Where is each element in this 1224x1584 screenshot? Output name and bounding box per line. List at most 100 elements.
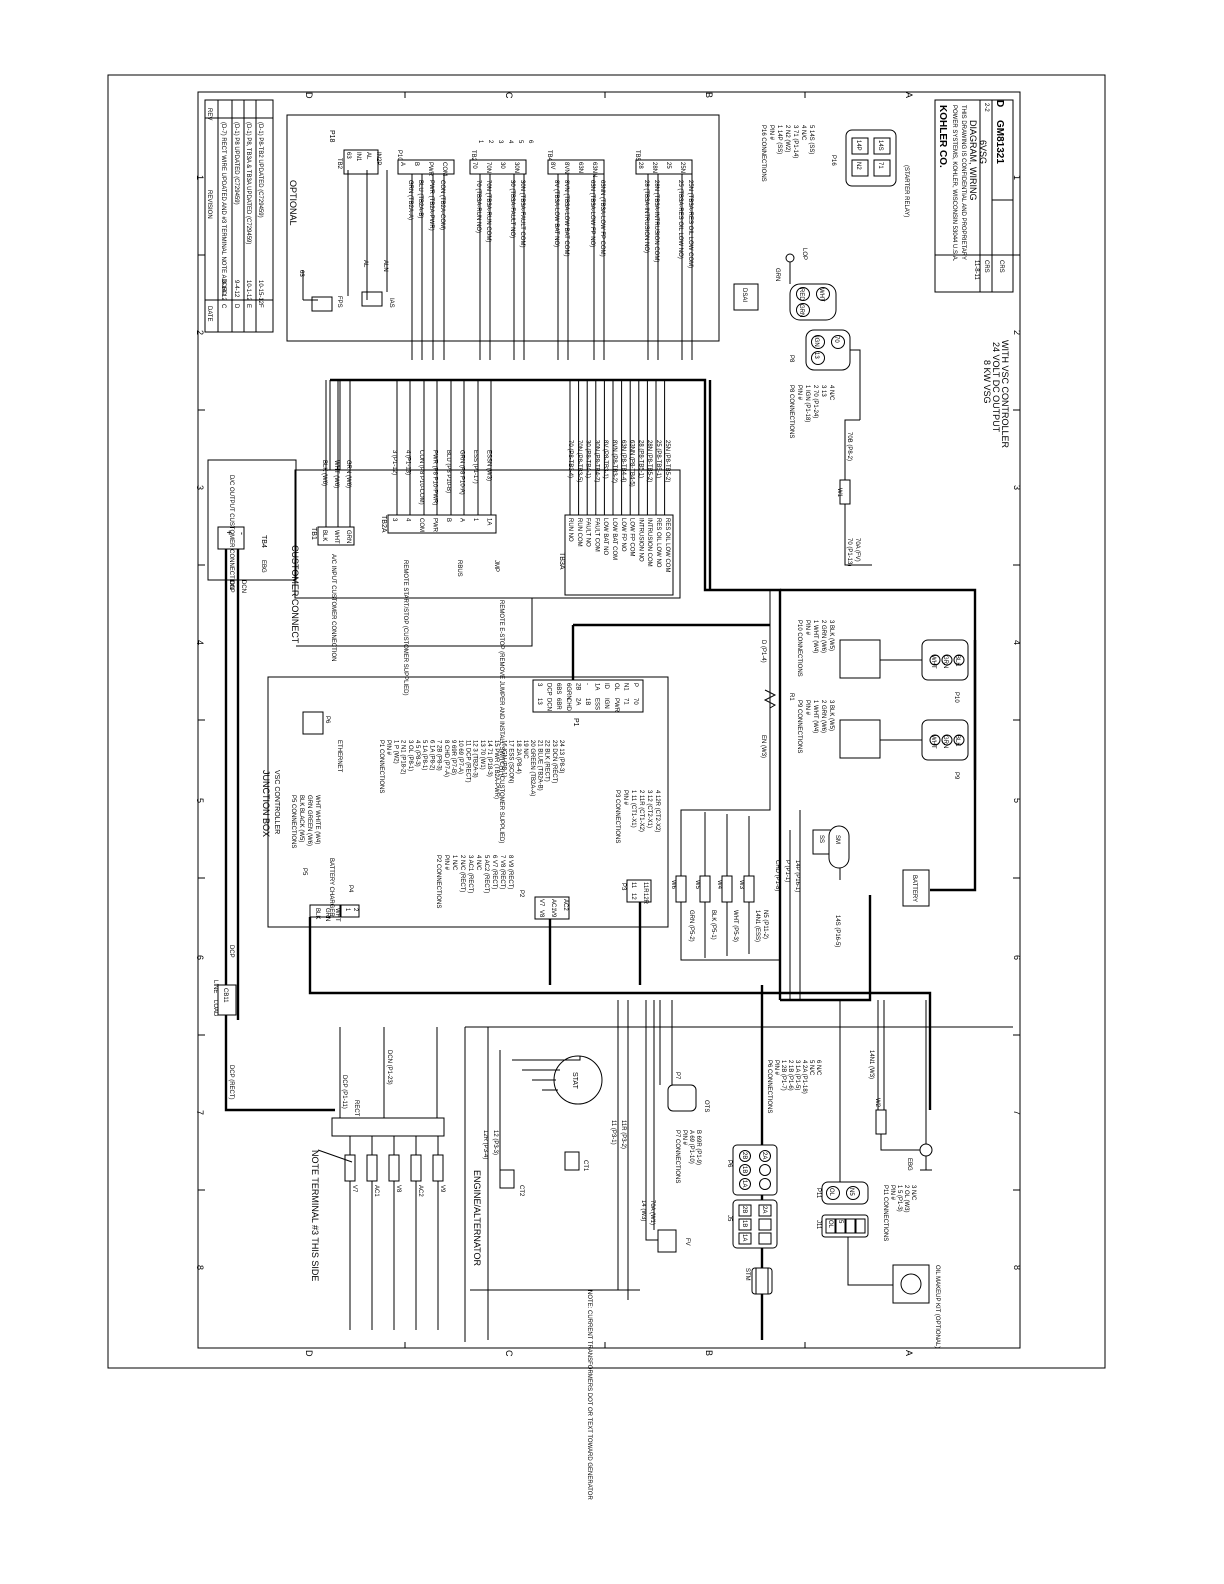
p1-pin: 71 [622,698,628,705]
j11-pin [825,1218,836,1234]
wire-fv-14: 14 (W3) [640,1200,646,1221]
zone-number-3-left: 3 [195,485,205,490]
p1-pin: 2B [574,683,580,690]
tb3a-term: FAULT NO [585,518,591,547]
p4-pin: 2 [352,908,358,912]
lop-pin [816,287,830,301]
p7-label: P7 [674,1072,680,1080]
p1-pin: 13 [536,698,542,705]
vsc-controller-label: VSC CONTROLLER [273,770,280,834]
lop-label: LOP [801,248,807,260]
p6-label: P6 [726,1160,732,1168]
j5-pin [738,1232,752,1245]
p1_connections-row: 7 2B (P8-3) [436,740,442,771]
p9-pin-label: BLK [954,735,960,746]
p5-wht: WHT [334,908,340,922]
wire-dcp-rect: DCP (RECT) [228,1065,234,1100]
j5-label: J5 [726,1215,732,1222]
p8_connections-row: 2 70 (P1-24) [812,385,818,418]
cb11-label: CB11 [222,988,228,1003]
zone-number-6-left: 6 [195,955,205,960]
tb1-term: BLK [321,530,327,541]
opt-pin-number: 1 [477,140,483,144]
p7_connections-header: PIN # [681,1130,687,1146]
ac-input-label: A/C INPUT CUSTOMER CONNECTION [330,554,336,661]
p1-pin: 6GRN [565,683,571,700]
wire-14p-p16: 14P (P16-1) [794,860,800,892]
p6_connections-row: 6 N/C [815,1060,821,1076]
revision-row-d-desc: (D-1) P8 UPDATED (C729459) [233,122,239,205]
p1-pin: PWR [613,698,619,713]
wire-chd: CHD (P1-8) [774,860,780,891]
p6-pin [759,1178,771,1190]
p10-pin [941,654,953,666]
p1_connections-row: 22 BLK (RECT) [544,740,550,782]
p3_connections-row: 2 11R (CT1-X2) [638,790,644,832]
wire-wht-p5: WHT (P5-3) [732,910,738,942]
wire-p-p1: P (P1-1) [784,860,790,882]
tb2a-term: B [445,518,451,522]
tb2a-wire-label: ESSN (W3) [486,450,492,481]
cb11-breaker: CB11 LINE LOAD DCP (RECT) [212,980,237,1100]
rect-pin: V7 [351,1185,357,1193]
p10_connections-title: P10 CONNECTIONS [796,620,802,677]
p2_connections-row: 5 AC2 (RECT) [483,855,489,893]
drawn-by: CRS [983,260,989,273]
tb3a-term: LOW BAT NO [602,518,608,555]
wire-70-p1: 70 (P1-13) [846,538,852,566]
p16_connections-row: 1 14P (SS) [776,125,782,154]
p6_connections-row: 5 N/C [808,1060,814,1076]
tb2a-wire-label: CON (P8 P10-COM) [418,450,424,505]
p16_connections-row: 2 N2 (W2) [784,125,790,152]
p1-pin: 3 [536,683,542,687]
revision-row-f-rev: F [257,304,263,308]
dc-output-label: D/C OUTPUT CUSTOMER CONNECTION [228,475,234,589]
remote-estop-label: REMOTE E-STOP (REMOVE JUMPER AND INSTALL… [498,600,504,843]
p9-pin [929,734,941,746]
tb3a-term: LOW FP COM [629,518,635,557]
opt-tb2-term-63: 63 [345,152,351,159]
wire-n5: N5 (P11-2) [762,910,768,939]
p7_connections-title: P7 CONNECTIONS [674,1130,680,1183]
rect-terminal [410,1154,422,1182]
opt-tb5-pin: 28 [637,162,643,169]
opt-wire-label: 30N (TB3A-FAULT COM) [519,180,525,247]
wire-14n1: 14N1 (W3) [868,1050,874,1079]
j11-pin [835,1218,846,1234]
tb3a-term: RUN NO [567,518,573,542]
p1-label: P1 [572,718,579,727]
opt-wire-label: 8VN (TB3A-LOW BAT COM) [563,180,569,256]
tb2a-term: 1A [486,518,492,525]
opt-wire-label: 8V (TB3A-LOW BAT NO) [553,180,559,247]
p3-label: P3 [620,883,626,891]
p6_connections-row: 4 2A (P1-18) [801,1060,807,1094]
opt-wire-label: 70 (TB3A-RUN NO) [475,180,481,233]
p1_connections-row: 9 69R (P7-B) [450,740,456,775]
j11-pin-label: 5 [837,1220,843,1224]
p2_connections-row: 2 N/C (RECT) [459,855,465,892]
opt-wire-label: 25N (TB3A-RES OIL LOW COM) [687,180,693,268]
p3-pin: 11R [642,882,648,893]
tb1-wire-label: BLK (W6) [321,460,327,486]
opt-pin-number: 3 [497,140,503,144]
p10_connections-row: 1 WHT (W4) [812,620,818,653]
zone-number-2-right: 2 [1012,330,1022,335]
p16-pin [873,159,891,177]
opt-tb3-label: TB2 [470,150,476,162]
opt-tb2-label: TB2 [336,158,342,170]
tb1-term: WHT [333,530,339,544]
p16-pin-label: 14S [877,140,883,151]
fv-label: FV [684,1238,690,1246]
p1_connections-row: 16 IGN (P8-1) [500,740,506,777]
p8-pin [811,335,825,349]
tb2a-term: 1 [472,518,478,522]
p1_connections-row: 19 N/C [522,740,528,759]
zone-number-7-right: 7 [1012,1110,1022,1115]
